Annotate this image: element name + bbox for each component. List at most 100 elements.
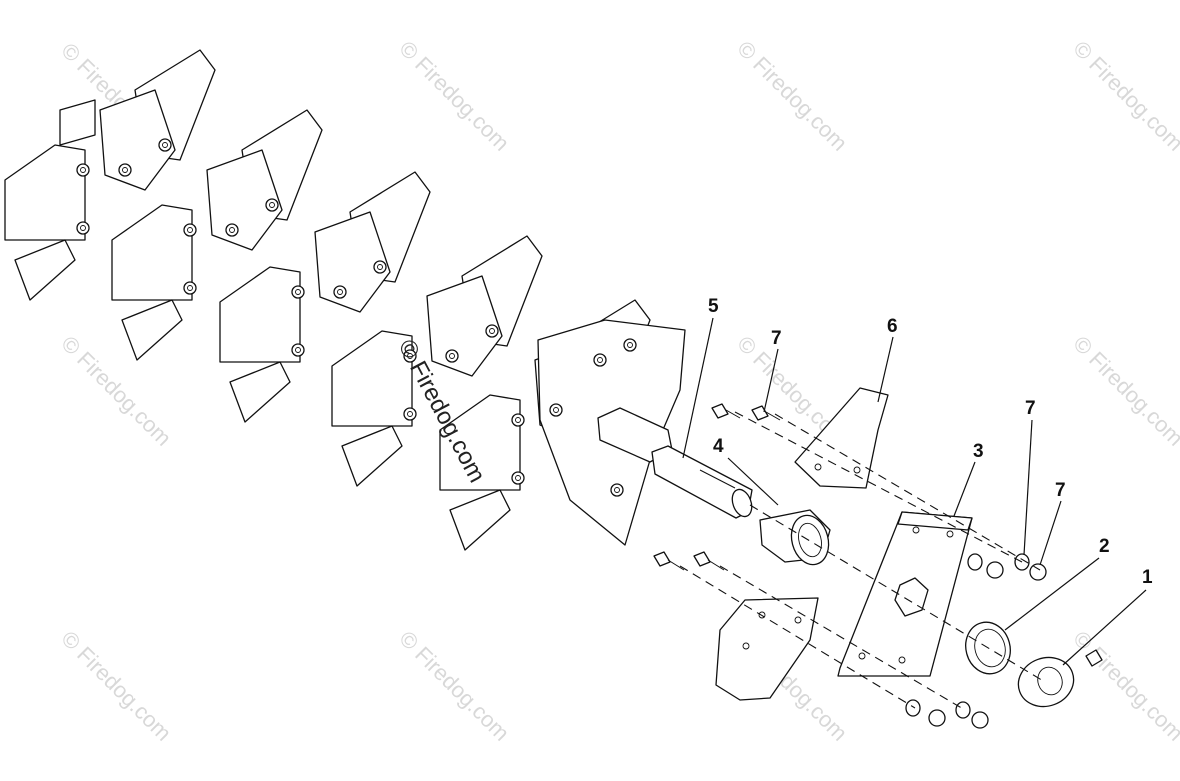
bracket-hole (814, 463, 822, 471)
callout-labels: 1 2 3 4 5 6 7 7 7 (708, 296, 1153, 588)
watermark-text: © Firedog.com (732, 36, 852, 156)
tine-shaft (59, 99, 96, 146)
upper-bracket (794, 387, 889, 489)
bracket-hole (742, 642, 750, 650)
assembly-line (719, 565, 966, 711)
callout-7: 7 (1025, 398, 1036, 419)
callout-4: 4 (713, 436, 724, 457)
bolt-nut-center (614, 487, 620, 493)
watermark-text: © Firedog.com (1068, 626, 1180, 746)
tine-mount-plate (99, 89, 176, 191)
tine-blade (4, 144, 86, 241)
bolt (693, 551, 711, 567)
locking-collar-bore (1037, 666, 1063, 696)
bolt-nut-center (162, 142, 168, 148)
bolt-nut-center (269, 202, 275, 208)
leader-line (763, 348, 779, 413)
leader-line (727, 457, 779, 506)
bolt-shank (667, 559, 685, 571)
bolt-nut-center (407, 353, 413, 359)
tine-mount-plate (206, 149, 283, 251)
bolt-nut-center (515, 475, 521, 481)
bolt-nut-center (80, 167, 86, 173)
bracket-hole (853, 466, 861, 474)
assembly-line (679, 565, 916, 709)
bolt-nut-center (295, 347, 301, 353)
tine-blade (111, 204, 193, 301)
leader-line (1062, 589, 1147, 666)
tine-blade-tip (341, 425, 403, 487)
callout-6: 6 (887, 316, 898, 337)
bolt (711, 403, 729, 419)
assembly-line (734, 411, 1023, 563)
shaft-assembly (597, 387, 1103, 729)
callout-5: 5 (708, 296, 719, 317)
plate-hole (946, 530, 954, 538)
tine-blade (439, 394, 521, 491)
shaft-end (731, 488, 753, 518)
bolt-nut-center (122, 167, 128, 173)
assembly-line (774, 413, 1041, 571)
bolt-nut-center (229, 227, 235, 233)
plate-hole (898, 656, 906, 664)
callout-2: 2 (1099, 536, 1110, 557)
nut (971, 711, 989, 729)
watermark-text: © Firedog.com (1068, 36, 1180, 156)
washer (967, 553, 983, 571)
watermark-text: © Firedog.com (394, 626, 514, 746)
bolt-nut-center (553, 407, 559, 413)
bolt-nut-center (187, 227, 193, 233)
tine-blade-tip (121, 299, 183, 361)
bolt-nut-center (449, 353, 455, 359)
set-screw (1085, 649, 1103, 667)
bolt (751, 405, 769, 421)
bolt-nut-center (597, 357, 603, 363)
keyway (699, 469, 736, 489)
tine-mount-plate (314, 211, 391, 313)
leader-line (1039, 500, 1062, 566)
bolt-nut-center (187, 285, 193, 291)
bolt-nut-center (80, 225, 86, 231)
washer (955, 701, 971, 719)
tine-blade-tip (449, 489, 511, 551)
bolt-nut-center (295, 289, 301, 295)
leader-lines (682, 317, 1147, 666)
watermark-text: © Firedog.com (56, 626, 176, 746)
tine-blade (219, 266, 301, 363)
bushing-bore (798, 522, 822, 558)
bolt-nut-center (515, 417, 521, 423)
leader-line (1023, 419, 1033, 556)
bolt-nut-center (337, 289, 343, 295)
callout-7: 7 (771, 328, 782, 349)
bolt-shank (707, 559, 725, 571)
washer (905, 699, 921, 717)
nut (928, 709, 946, 727)
watermark-text: © Firedog.com (56, 331, 176, 451)
leader-line (953, 461, 976, 517)
bolt-nut-center (489, 328, 495, 334)
assembly-line (749, 504, 1046, 683)
callout-1: 1 (1142, 567, 1153, 588)
watermark-text: © Firedog.com (394, 36, 514, 156)
bolt-nut-center (377, 264, 383, 270)
leader-line (1004, 557, 1100, 631)
tine-blade-tip (14, 239, 76, 301)
tine-blade-tip (229, 361, 291, 423)
nut (986, 561, 1004, 579)
callout-3: 3 (973, 441, 984, 462)
leader-line (877, 336, 894, 403)
bolt (653, 551, 671, 567)
bolt-nut-center (627, 342, 633, 348)
plate-hole (858, 652, 866, 660)
bracket-hole (794, 616, 802, 624)
callout-7: 7 (1055, 480, 1066, 501)
plate-hole (912, 526, 920, 534)
tiller-blade-assembly (4, 49, 686, 551)
tine-mount-plate (426, 275, 503, 377)
nut (1029, 563, 1047, 581)
bolt-shank (725, 409, 741, 419)
lower-bracket (715, 597, 819, 701)
bearing-collar-bore (974, 628, 1006, 668)
tine-blade (331, 330, 413, 427)
